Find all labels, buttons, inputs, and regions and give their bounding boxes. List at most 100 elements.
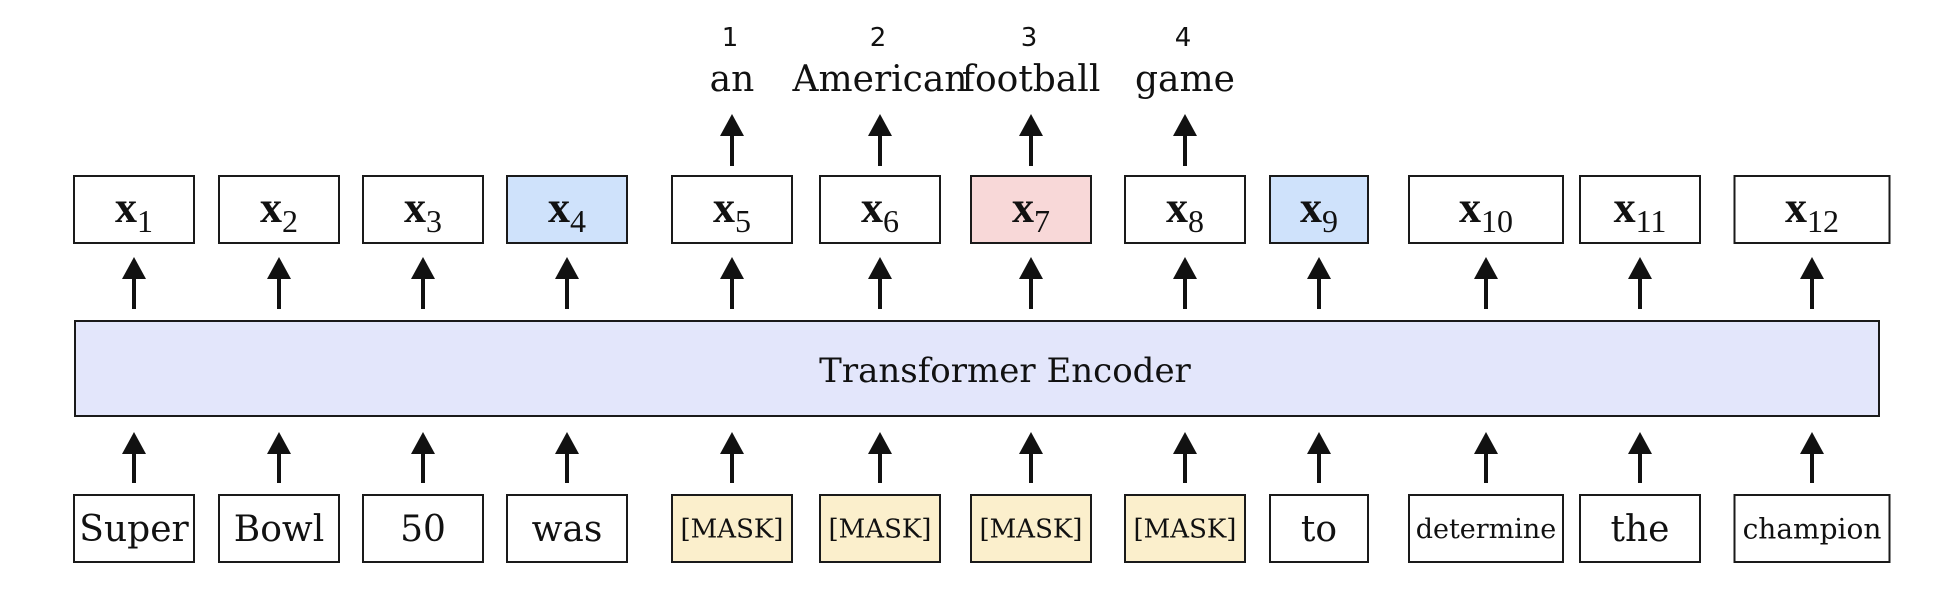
encoder-arrow-6-head (868, 257, 892, 279)
encoder-arrow-12 (1800, 257, 1824, 309)
output-arrow-8 (1173, 114, 1197, 166)
embedding-box-8 (1124, 175, 1246, 244)
embedding-subscript-6: 6 (883, 203, 899, 239)
embedding-box-12 (1733, 175, 1891, 244)
output-arrow-7-head (1019, 114, 1043, 136)
embedding-symbol-11: x (1614, 183, 1636, 232)
transformer-encoder-box (74, 320, 1880, 417)
encoder-arrow-2-head (267, 257, 291, 279)
embedding-subscript-12: 12 (1807, 203, 1839, 239)
encoder-arrow-9-head (1307, 257, 1331, 279)
embedding-symbol-12: x (1785, 183, 1807, 232)
encoder-arrow-6 (868, 257, 892, 309)
embedding-label-11: x11 (1614, 183, 1667, 239)
input-token-box-10 (1408, 494, 1564, 563)
input-token-11: the (1611, 509, 1670, 550)
output-arrow-5 (720, 114, 744, 166)
encoder-arrow-3-head (411, 257, 435, 279)
embedding-symbol-5: x (713, 183, 735, 232)
predicted-word-6: American (792, 59, 968, 100)
embedding-subscript-3: 3 (426, 203, 442, 239)
embedding-symbol-9: x (1300, 183, 1322, 232)
input-token-4: was (532, 509, 603, 550)
embedding-label-8: x8 (1166, 183, 1204, 239)
embedding-box-9 (1269, 175, 1369, 244)
embedding-box-5 (671, 175, 793, 244)
input-arrow-7 (1019, 432, 1043, 483)
input-token-2: Bowl (234, 509, 324, 550)
embedding-label-6: x6 (861, 183, 899, 239)
encoder-arrow-10-head (1474, 257, 1498, 279)
encoder-arrow-11-head (1628, 257, 1652, 279)
embedding-subscript-2: 2 (282, 203, 298, 239)
output-arrow-6-head (868, 114, 892, 136)
output-arrow-8-head (1173, 114, 1197, 136)
embedding-symbol-7: x (1012, 183, 1034, 232)
input-arrow-10 (1474, 432, 1498, 483)
embedding-label-5: x5 (713, 183, 751, 239)
input-arrow-10-head (1474, 432, 1498, 454)
input-arrow-12-head (1800, 432, 1824, 454)
encoder-arrow-12-head (1800, 257, 1824, 279)
input-token-9: to (1301, 509, 1337, 550)
input-arrow-8-head (1173, 432, 1197, 454)
embedding-subscript-4: 4 (570, 203, 586, 239)
prediction-index-5: 1 (722, 23, 739, 53)
input-arrow-1-head (122, 432, 146, 454)
embedding-subscript-8: 8 (1188, 203, 1204, 239)
input-arrow-11 (1628, 432, 1652, 483)
input-arrow-9-head (1307, 432, 1331, 454)
embedding-box-10 (1408, 175, 1564, 244)
input-token-8: [MASK] (1134, 515, 1237, 545)
embedding-box-7 (970, 175, 1092, 244)
output-arrow-6 (868, 114, 892, 166)
input-arrow-3 (411, 432, 435, 483)
embedding-symbol-10: x (1459, 183, 1481, 232)
prediction-index-7: 3 (1021, 23, 1038, 53)
embedding-label-1: x1 (115, 183, 153, 239)
embedding-subscript-7: 7 (1034, 203, 1050, 239)
predicted-word-7: football (962, 59, 1101, 100)
input-arrow-9 (1307, 432, 1331, 483)
input-arrow-2-head (267, 432, 291, 454)
input-arrow-3-head (411, 432, 435, 454)
output-arrow-7 (1019, 114, 1043, 166)
encoder-arrow-8-head (1173, 257, 1197, 279)
embedding-symbol-2: x (260, 183, 282, 232)
embedding-box-3 (362, 175, 484, 244)
input-token-box-6 (819, 494, 941, 563)
embedding-label-7: x7 (1012, 183, 1050, 239)
transformer-encoder-label: Transformer Encoder (819, 351, 1191, 391)
input-arrow-7-head (1019, 432, 1043, 454)
encoder-arrow-1-head (122, 257, 146, 279)
predicted-word-5: an (710, 59, 755, 100)
embedding-symbol-4: x (548, 183, 570, 232)
input-token-7: [MASK] (980, 515, 1083, 545)
encoder-arrow-10 (1474, 257, 1498, 309)
input-token-1: Super (79, 509, 189, 550)
input-token-box-2 (218, 494, 340, 563)
embedding-box-1 (73, 175, 195, 244)
input-token-12: champion (1743, 512, 1882, 545)
encoder-arrow-7 (1019, 257, 1043, 309)
embedding-subscript-5: 5 (735, 203, 751, 239)
encoder-arrow-8 (1173, 257, 1197, 309)
input-arrow-4 (555, 432, 579, 483)
embedding-box-2 (218, 175, 340, 244)
input-arrow-12 (1800, 432, 1824, 483)
input-arrow-4-head (555, 432, 579, 454)
input-token-3: 50 (400, 509, 446, 550)
encoder-arrow-2 (267, 257, 291, 309)
input-token-box-8 (1124, 494, 1246, 563)
input-token-box-3 (362, 494, 484, 563)
embedding-box-11 (1579, 175, 1701, 244)
input-token-box-11 (1579, 494, 1701, 563)
input-arrow-1 (122, 432, 146, 483)
embedding-label-4: x4 (548, 183, 586, 239)
prediction-index-8: 4 (1175, 23, 1192, 53)
embedding-subscript-1: 1 (137, 203, 153, 239)
embedding-label-12: x12 (1785, 183, 1839, 239)
embedding-label-10: x10 (1459, 183, 1513, 239)
encoder-arrow-11 (1628, 257, 1652, 309)
